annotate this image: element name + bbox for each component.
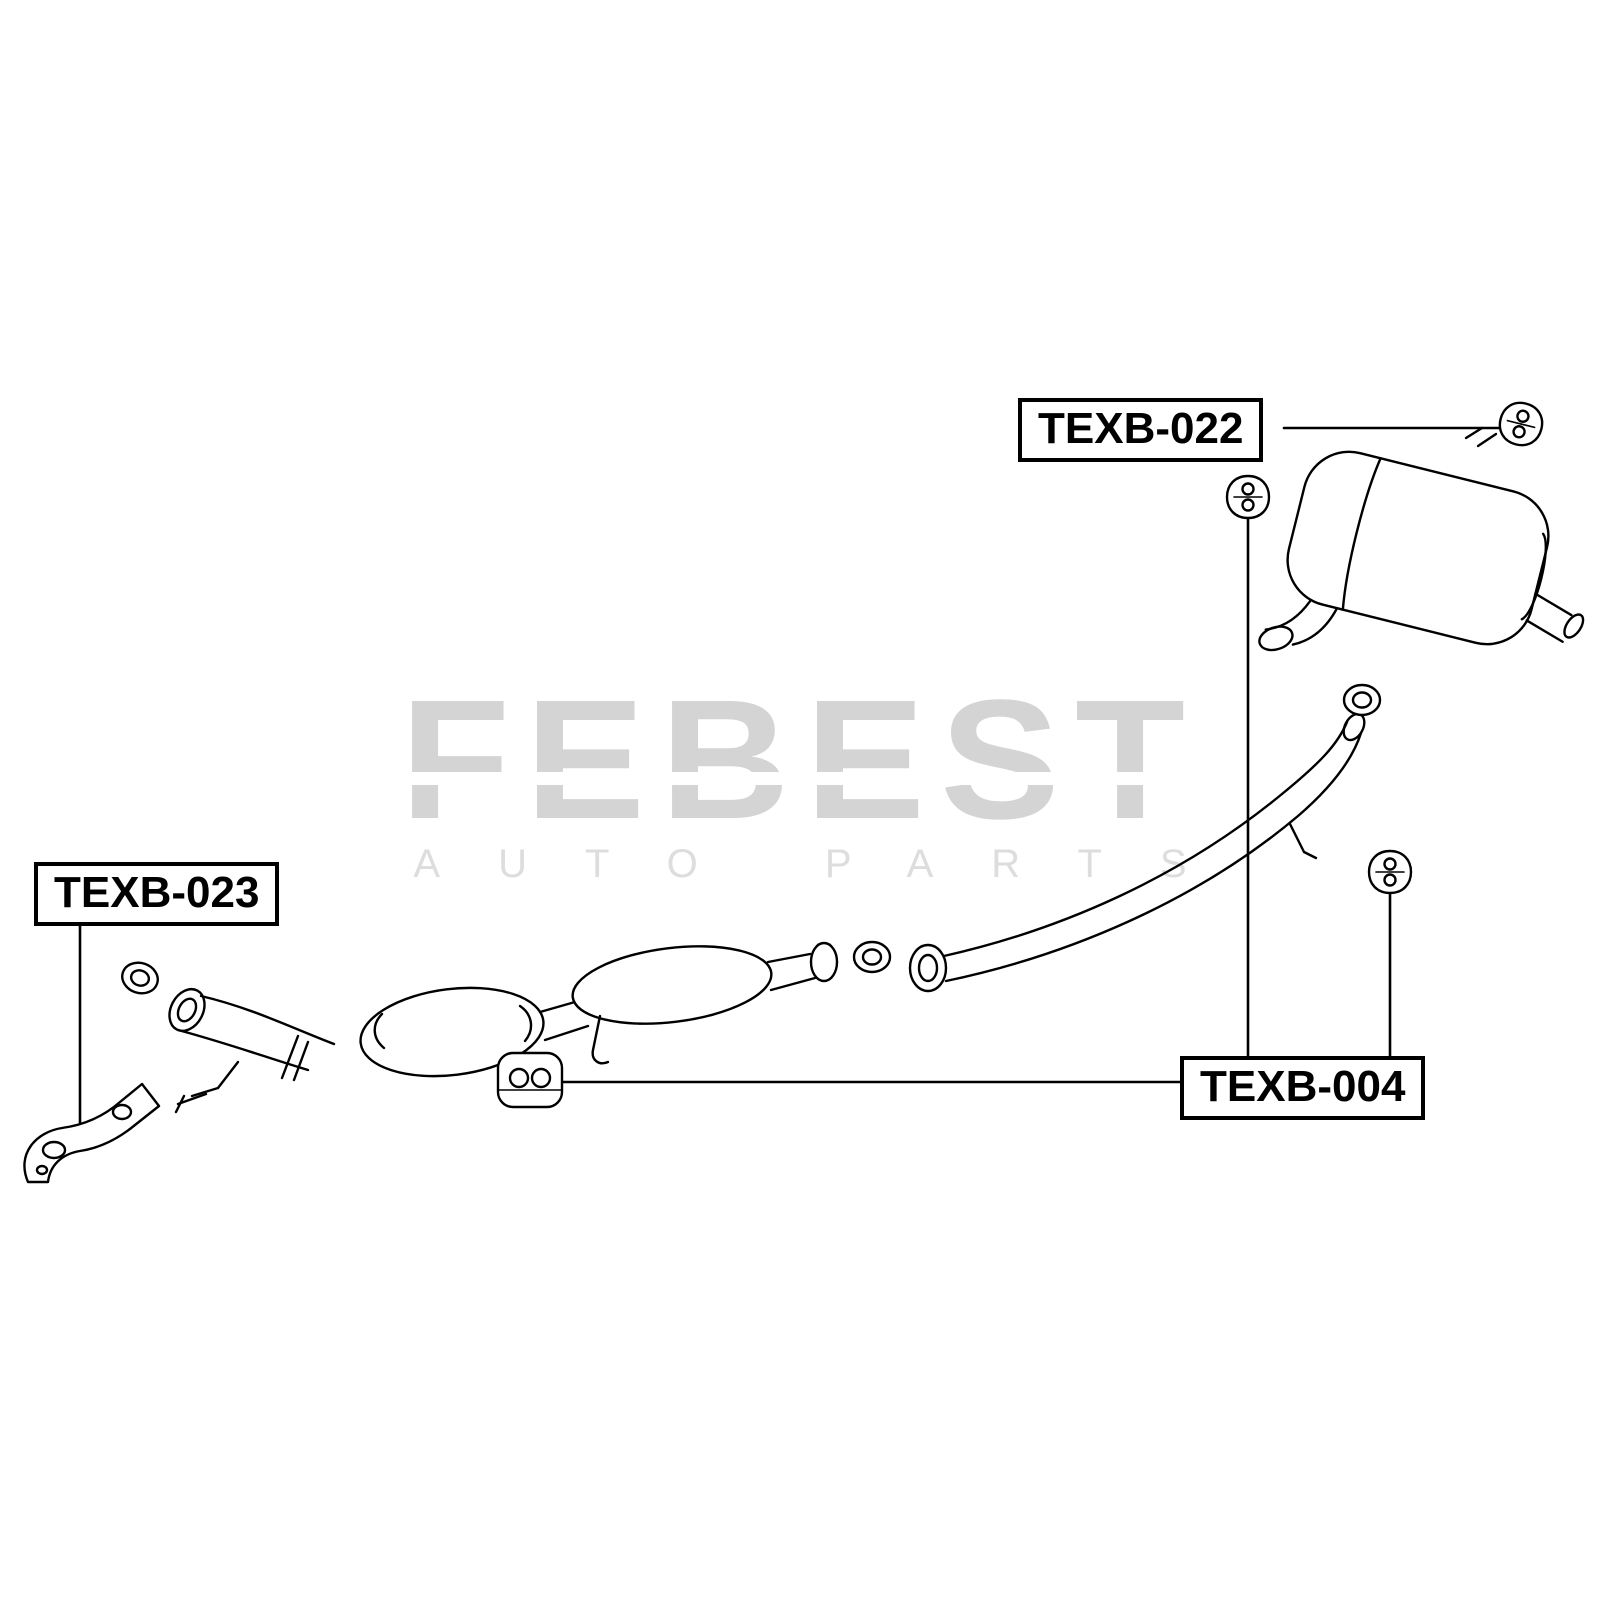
part-label-texb-023: TEXB-023 [34, 862, 280, 927]
febest-watermark-subtitle: AUTO PARTS [413, 842, 1245, 886]
febest-watermark-logo: FEBEST [400, 665, 1200, 855]
part-label-texb-022: TEXB-022 [1018, 398, 1264, 463]
watermark-stripe [380, 772, 1190, 785]
gasket-ring-icon [117, 683, 1382, 1000]
tail-pipe-drawing [910, 710, 1369, 991]
leader-lines [80, 428, 1500, 1126]
center-pipe-assembly-drawing [163, 936, 837, 1112]
mounting-bracket-drawing [24, 1084, 159, 1182]
pipe-support-mount-icon [498, 1053, 562, 1107]
part-label-texb-004: TEXB-004 [1180, 1056, 1426, 1121]
rear-muffler-drawing [1252, 428, 1600, 728]
